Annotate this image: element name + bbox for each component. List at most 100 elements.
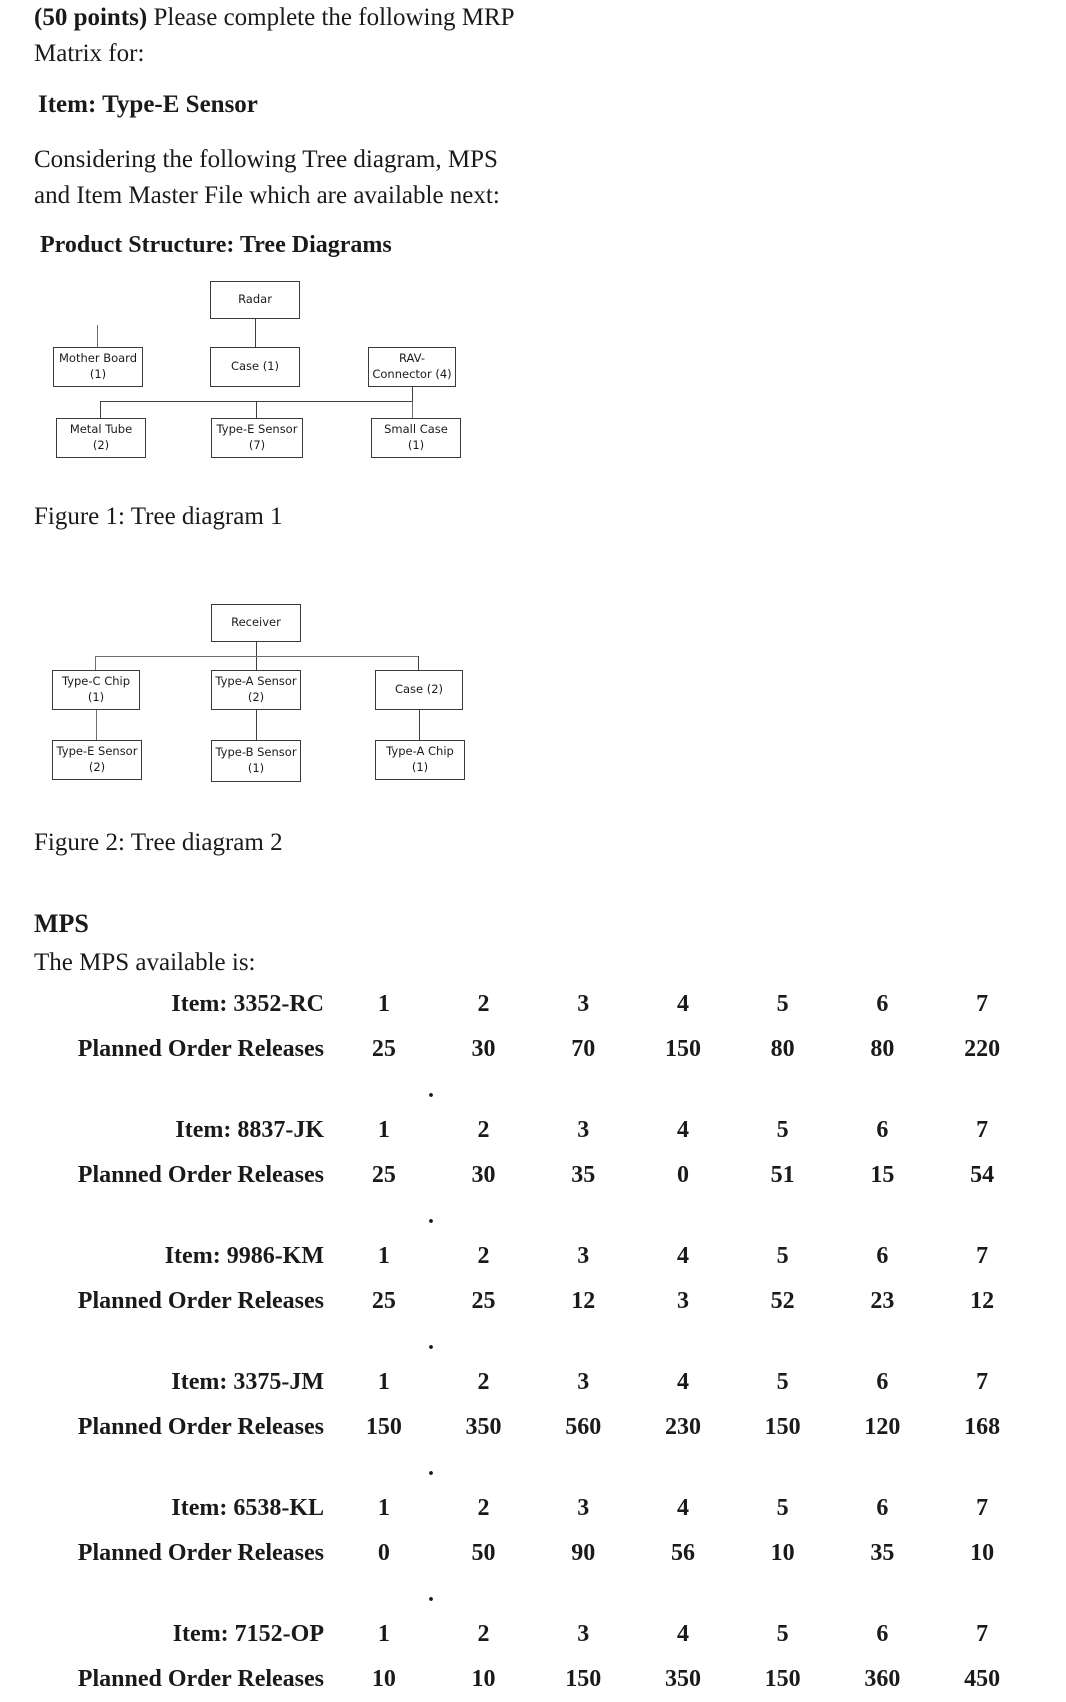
mps-release-value: 450	[964, 1665, 1001, 1692]
tree1-connector-drop-metal-tube	[100, 400, 101, 418]
mps-release-value: 52	[770, 1287, 795, 1314]
mps-release-value: 25	[371, 1161, 396, 1188]
mps-releases-label: Planned Order Releases	[77, 1035, 324, 1062]
mps-item-label: Item: 8837-JK	[175, 1116, 324, 1143]
mps-release-value: 10	[471, 1665, 496, 1692]
mps-period-header: 5	[776, 1242, 789, 1269]
tree2-node-type-c-chip: Type-C Chip (1)	[52, 669, 140, 710]
tree2-node-receiver: Receiver	[211, 603, 301, 642]
mps-period-header: 1	[377, 1368, 390, 1395]
mps-period-header: 3	[577, 990, 590, 1017]
mps-separator-dot: .	[428, 1202, 434, 1229]
mps-period-header: 4	[676, 1494, 689, 1521]
considering-paragraph: Considering the following Tree diagram, …	[34, 146, 500, 209]
mps-period-header: 1	[377, 1242, 390, 1269]
mps-releases-label: Planned Order Releases	[77, 1665, 324, 1692]
mps-subtitle: The MPS available is:	[34, 948, 256, 976]
tree2-connector-type-a-to-type-b	[256, 709, 257, 740]
tree2-connector-type-c-to-type-e	[96, 709, 97, 740]
tree2-node-type-a-sensor: Type-A Sensor (2)	[211, 669, 301, 710]
tree1-node-type-e-sensor: Type-E Sensor (7)	[211, 417, 303, 458]
mps-period-header: 2	[477, 1368, 490, 1395]
item-heading: Item: Type-E Sensor	[38, 91, 258, 118]
mps-release-value: 560	[565, 1413, 602, 1440]
mps-period-header: 4	[676, 1242, 689, 1269]
mps-release-value: 12	[571, 1287, 596, 1314]
mps-release-value: 80	[770, 1035, 795, 1062]
tree1-connector-drop-type-e-sensor	[256, 400, 257, 418]
mps-release-value: 10	[970, 1539, 995, 1566]
mps-period-header: 7	[976, 990, 989, 1017]
mps-heading: MPS	[34, 908, 89, 938]
mps-release-value: 80	[870, 1035, 895, 1062]
mps-period-header: 3	[577, 1116, 590, 1143]
mps-period-header: 7	[976, 1368, 989, 1395]
mps-period-header: 2	[477, 1242, 490, 1269]
mps-release-value: 25	[471, 1287, 496, 1314]
mps-period-header: 6	[876, 1620, 889, 1647]
tree1-node-small-case: Small Case (1)	[371, 417, 461, 458]
mps-period-header: 3	[577, 1494, 590, 1521]
mps-releases-label: Planned Order Releases	[77, 1413, 324, 1440]
tree1-connector-root-case	[255, 318, 256, 347]
mps-item-label: Item: 3352-RC	[171, 990, 324, 1017]
mps-period-header: 3	[577, 1620, 590, 1647]
mps-period-header: 7	[976, 1116, 989, 1143]
mps-period-header: 6	[876, 1116, 889, 1143]
mps-period-header: 2	[477, 1494, 490, 1521]
intro-section: (50 points) Please complete the followin…	[0, 0, 1066, 263]
tree1-node-case: Case (1)	[210, 346, 300, 387]
mps-release-value: 0	[377, 1539, 390, 1566]
mps-period-header: 7	[976, 1620, 989, 1647]
mps-period-header: 2	[477, 990, 490, 1017]
mps-release-value: 90	[571, 1539, 596, 1566]
mps-release-value: 150	[664, 1035, 701, 1062]
mps-period-header: 4	[676, 1368, 689, 1395]
tree2-node-type-a-chip: Type-A Chip (1)	[375, 739, 465, 780]
mps-separator-dot: .	[428, 1076, 434, 1103]
mps-release-value: 150	[764, 1665, 801, 1692]
mps-release-value: 56	[670, 1539, 695, 1566]
mps-release-value: 350	[664, 1665, 701, 1692]
mps-release-value: 35	[870, 1539, 895, 1566]
tree1-connector-drop-small-case	[412, 400, 413, 418]
tree2-node-case: Case (2)	[375, 669, 463, 710]
mps-release-value: 23	[870, 1287, 895, 1314]
mps-period-header: 4	[676, 1116, 689, 1143]
mps-period-header: 3	[577, 1242, 590, 1269]
mps-period-header: 2	[477, 1116, 490, 1143]
mps-release-value: 25	[371, 1287, 396, 1314]
tree1-node-rav-connector: RAV-Connector (4)	[368, 346, 456, 387]
tree1-node-radar: Radar	[210, 280, 300, 319]
mps-item-label: Item: 3375-JM	[171, 1368, 324, 1395]
tree-diagram-1: Radar Mother Board (1) Case (1) RAV-Conn…	[0, 273, 1066, 473]
mps-item-label: Item: 6538-KL	[171, 1494, 324, 1521]
mps-period-header: 6	[876, 1494, 889, 1521]
mps-period-header: 3	[577, 1368, 590, 1395]
mps-period-header: 6	[876, 1368, 889, 1395]
mps-period-header: 4	[676, 1620, 689, 1647]
tree2-node-type-e-sensor: Type-E Sensor (2)	[52, 739, 142, 780]
mps-separator-dot: .	[428, 1454, 434, 1481]
mps-item-label: Item: 7152-OP	[172, 1620, 324, 1647]
mps-release-value: 150	[764, 1413, 801, 1440]
prompt-paragraph: (50 points) Please complete the followin…	[34, 0, 534, 71]
mps-release-value: 360	[864, 1665, 901, 1692]
